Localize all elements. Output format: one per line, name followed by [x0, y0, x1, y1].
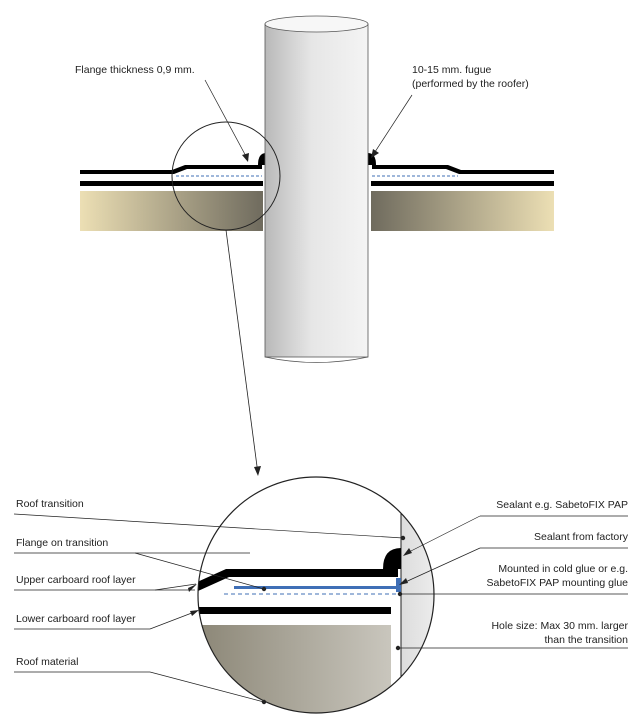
- lower-layer-right: [371, 181, 554, 186]
- pipe-bottom: [264, 356, 369, 363]
- upper-layer-left: [80, 165, 262, 174]
- label-mounted-line2: SabetoFIX PAP mounting glue: [486, 577, 628, 589]
- label-flange-thickness: Flange thickness 0,9 mm.: [75, 64, 195, 76]
- zoom-lower-layer: [198, 607, 391, 614]
- roof-material-left: [80, 191, 263, 231]
- overview-roof: [80, 153, 554, 231]
- zoom-flange-blue: [234, 586, 398, 589]
- lower-layer-left: [80, 181, 263, 186]
- label-hole-line2: than the transition: [544, 634, 628, 646]
- zoom-connector-arrow: [254, 466, 261, 476]
- zoom-leaders: [13, 513, 406, 705]
- zoom-connector: [225, 229, 259, 475]
- leader-flange-thickness-arrow: [242, 153, 249, 162]
- label-fugue-line2: (performed by the roofer): [412, 78, 529, 90]
- label-flange-on-transition: Flange on transition: [16, 537, 109, 549]
- roof-material-right: [371, 191, 554, 231]
- sealant-left: [258, 153, 266, 165]
- label-fugue-line1: 10-15 mm. fugue: [412, 64, 492, 76]
- label-upper-layer: Upper carboard roof layer: [16, 574, 136, 586]
- label-roof-transition: Roof transition: [16, 498, 84, 510]
- zoom-sealant: [383, 548, 401, 569]
- upper-layer-right: [372, 165, 554, 174]
- pipe-top: [264, 15, 369, 33]
- pipe: [264, 15, 369, 363]
- label-lower-layer: Lower carboard roof layer: [16, 613, 136, 625]
- leader-fugue-arrow: [371, 149, 379, 158]
- zoom-leaders-right: [395, 515, 628, 651]
- magnifier-large: [197, 476, 435, 714]
- zoom-factory-sealant: [396, 578, 401, 592]
- label-sealant-factory: Sealant from factory: [534, 531, 628, 543]
- label-roof-material: Roof material: [16, 656, 79, 668]
- label-sealant-sabeto: Sealant e.g. SabetoFIX PAP: [496, 499, 628, 511]
- label-hole-line1: Hole size: Max 30 mm. larger: [491, 620, 628, 632]
- leader-flange-thickness: [204, 79, 249, 161]
- zoom-upper-layer: [198, 569, 398, 591]
- leader-fugue: [372, 94, 413, 156]
- zoom-pipe: [401, 477, 434, 713]
- label-mounted-line1: Mounted in cold glue or e.g.: [498, 563, 628, 575]
